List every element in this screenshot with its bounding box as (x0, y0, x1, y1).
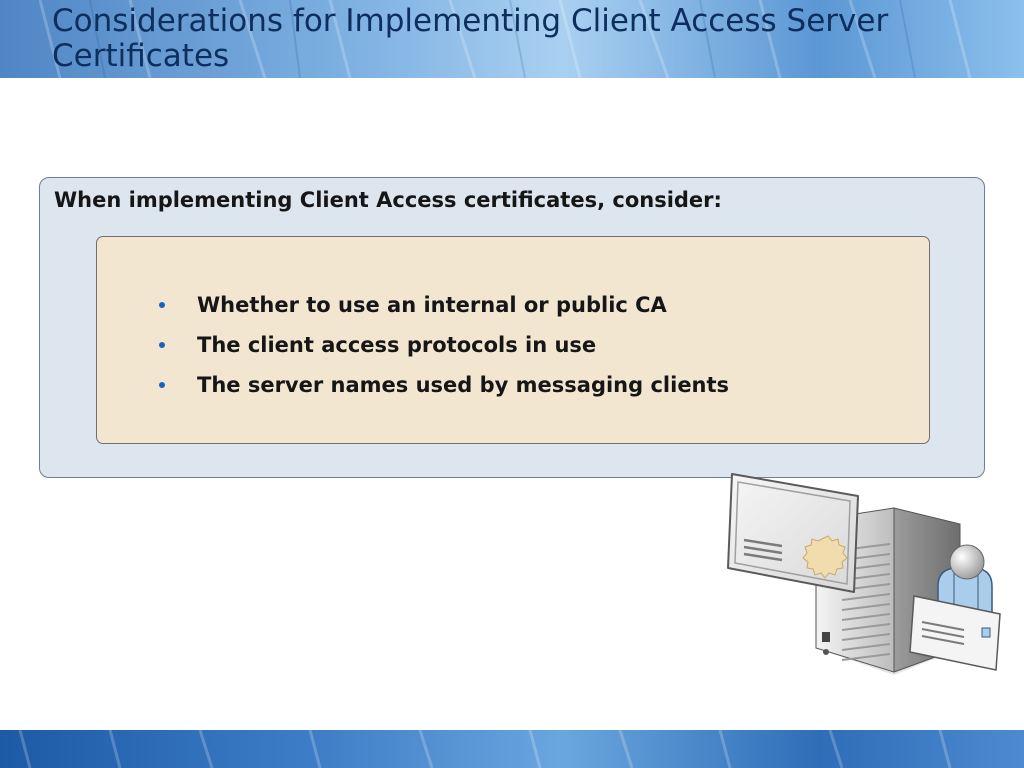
bullet-text: Whether to use an internal or public CA (197, 293, 667, 317)
list-item: The server names used by messaging clien… (159, 365, 729, 405)
certificate-server-illustration (727, 473, 1001, 675)
footer-band (0, 730, 1024, 768)
header-band: Considerations for Implementing Client A… (0, 0, 1024, 78)
header-streaks (38, 0, 972, 78)
bullet-list: Whether to use an internal or public CA … (159, 285, 729, 405)
document-icon (909, 595, 1001, 671)
considerations-panel: When implementing Client Access certific… (39, 177, 985, 478)
bullet-icon (159, 302, 165, 308)
bullet-text: The server names used by messaging clien… (197, 373, 730, 397)
panel-heading: When implementing Client Access certific… (54, 188, 722, 212)
list-item: Whether to use an internal or public CA (159, 285, 729, 325)
list-item: The client access protocols in use (159, 325, 729, 365)
bullet-icon (159, 382, 165, 388)
bullet-text: The client access protocols in use (197, 333, 597, 357)
footer-streaks (18, 730, 952, 768)
considerations-box: Whether to use an internal or public CA … (96, 236, 930, 444)
slide-title: Considerations for Implementing Client A… (52, 3, 889, 74)
certificate-icon (727, 473, 859, 593)
bullet-icon (159, 342, 165, 348)
